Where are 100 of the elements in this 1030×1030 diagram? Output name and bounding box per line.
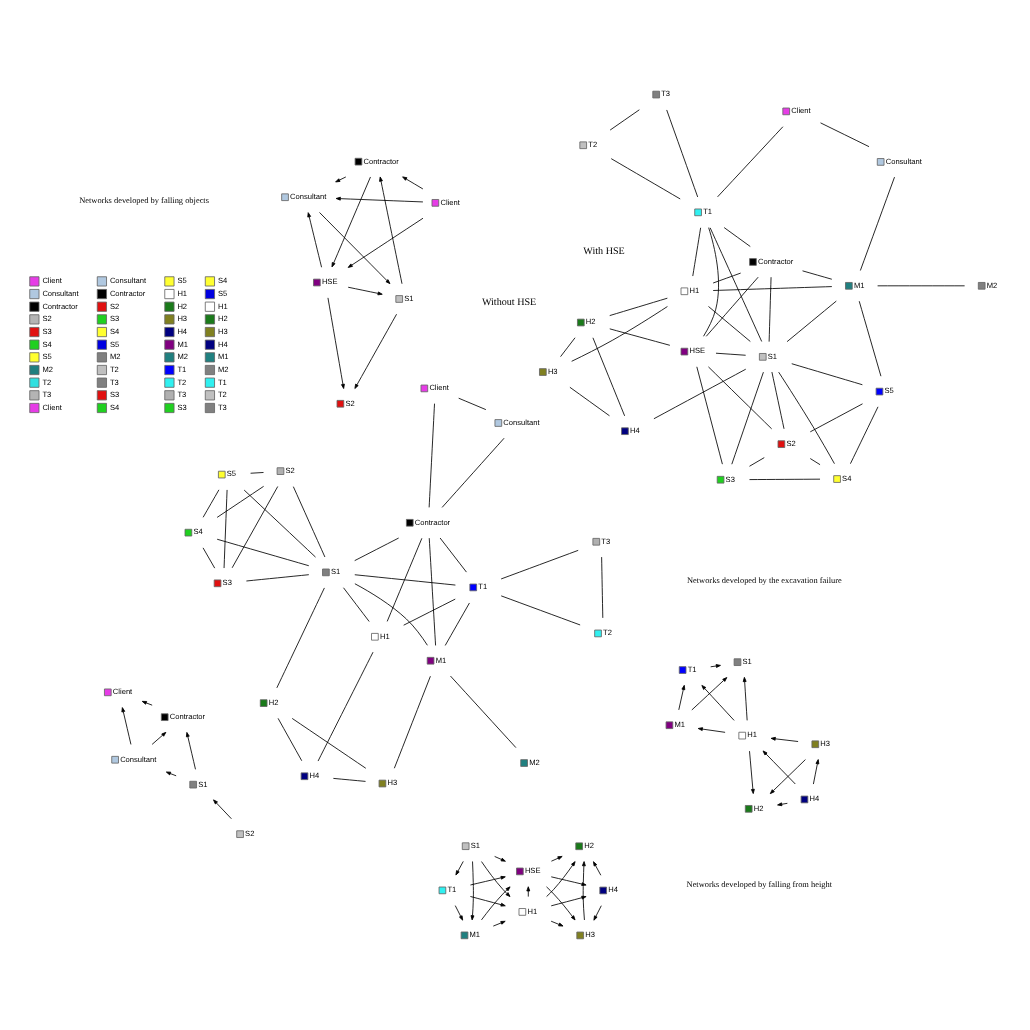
connector — [393, 675, 431, 769]
arrow — [335, 176, 347, 183]
connector — [705, 276, 759, 337]
arrow — [813, 759, 820, 785]
connector — [245, 574, 310, 582]
arrow — [470, 861, 475, 921]
connector — [243, 489, 316, 558]
arrow — [550, 895, 587, 907]
connector — [709, 227, 763, 342]
connector — [250, 472, 264, 474]
arrow — [185, 732, 196, 770]
connector — [291, 718, 367, 769]
arrow — [582, 861, 586, 921]
connector — [850, 406, 879, 465]
connector — [223, 489, 228, 569]
arrow — [678, 684, 686, 711]
arrow — [347, 286, 383, 296]
arrow — [379, 176, 403, 285]
arrow — [454, 905, 464, 921]
arrow — [550, 920, 564, 927]
connector — [354, 574, 456, 586]
connector — [717, 126, 784, 198]
arrow — [470, 875, 506, 886]
arrow — [327, 297, 345, 389]
connector — [768, 276, 772, 343]
arrow — [494, 856, 506, 862]
connector — [858, 300, 882, 377]
connector — [216, 538, 310, 567]
arrow — [697, 727, 726, 733]
arrow — [331, 176, 371, 268]
connector — [458, 397, 487, 411]
arrow — [455, 861, 464, 876]
connector — [292, 486, 326, 558]
connector — [609, 328, 671, 346]
arrow — [769, 759, 806, 795]
connector — [403, 598, 456, 626]
connector — [610, 158, 681, 200]
connector — [231, 486, 279, 569]
connector — [444, 602, 470, 646]
arrow — [141, 700, 153, 706]
arrow — [593, 861, 602, 876]
connector — [749, 478, 821, 480]
arrow — [593, 905, 602, 921]
connector — [439, 537, 467, 573]
arrow — [710, 664, 721, 668]
arrow — [526, 886, 531, 898]
arrow — [151, 731, 167, 745]
connector — [712, 272, 742, 284]
arrow — [121, 707, 132, 745]
arrow — [492, 920, 506, 927]
connector — [216, 485, 265, 518]
connector — [428, 403, 435, 508]
connector — [666, 109, 699, 198]
connector — [692, 227, 702, 277]
arrow — [481, 861, 511, 897]
arrow — [402, 176, 424, 190]
arrow — [546, 861, 576, 897]
connector — [771, 371, 785, 430]
arrow — [307, 212, 322, 268]
connector — [354, 537, 400, 562]
connector — [712, 286, 833, 291]
arrow — [742, 676, 748, 721]
arrow — [701, 684, 735, 721]
connector — [560, 337, 576, 358]
connector — [441, 437, 505, 508]
connector — [609, 109, 640, 131]
connector — [802, 270, 833, 280]
connector — [809, 403, 863, 433]
connector — [809, 458, 821, 466]
connector — [653, 368, 747, 420]
connector — [859, 176, 895, 271]
connector — [786, 300, 837, 343]
connector — [820, 122, 870, 148]
connector — [500, 549, 579, 580]
arrow — [213, 799, 232, 820]
arrow — [770, 736, 799, 742]
connector — [791, 363, 863, 386]
connector — [202, 489, 220, 518]
connector — [609, 297, 668, 316]
connector — [317, 651, 374, 762]
arrow — [550, 876, 587, 886]
connector — [723, 227, 751, 247]
arrow — [691, 677, 728, 711]
arrow — [347, 217, 424, 268]
connector — [708, 366, 773, 430]
connector — [354, 583, 428, 646]
connector — [708, 306, 751, 342]
arrow — [354, 313, 397, 389]
arrow — [762, 750, 796, 785]
connector — [500, 595, 581, 626]
connector — [428, 537, 436, 646]
arrow — [749, 750, 755, 794]
connector — [386, 537, 423, 622]
connector — [450, 675, 517, 749]
arrow — [481, 886, 511, 921]
arrow — [319, 212, 391, 285]
arrow — [777, 802, 788, 807]
connector — [276, 587, 325, 689]
connector — [601, 556, 604, 619]
connector — [277, 717, 303, 762]
